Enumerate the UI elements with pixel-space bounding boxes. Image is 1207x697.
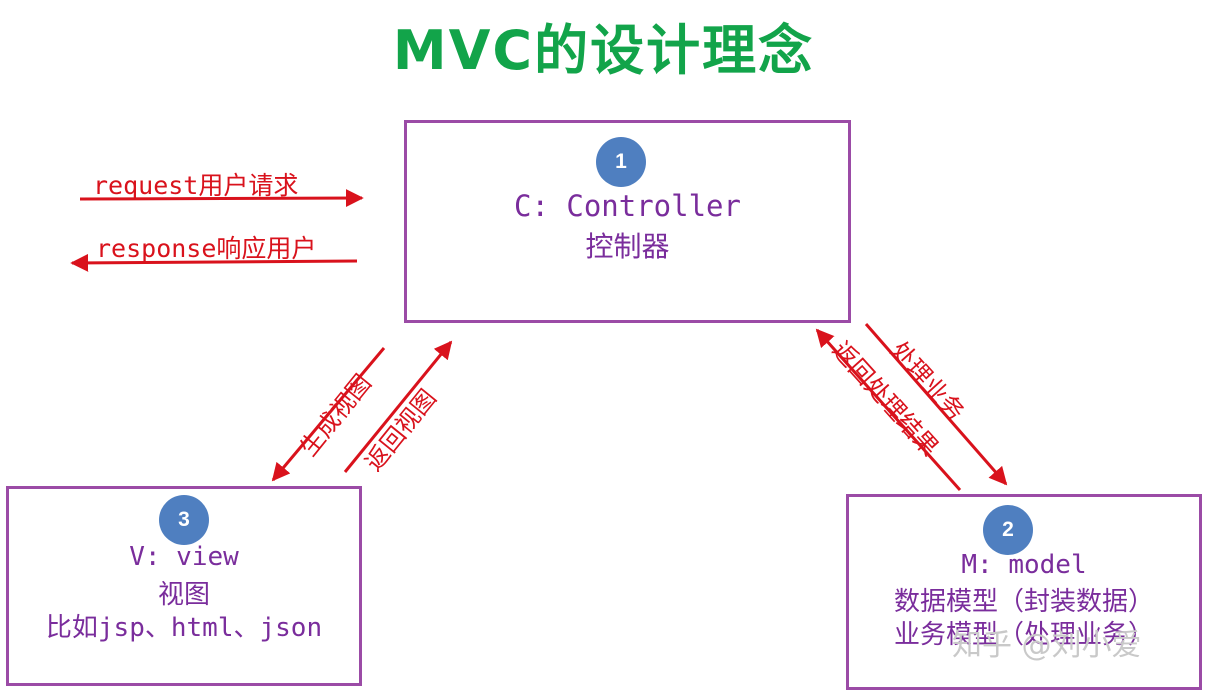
view-examples: 比如jsp、html、json	[45, 613, 323, 643]
view-number-badge: 3	[159, 495, 209, 545]
request-arrow	[79, 189, 364, 208]
watermark-text: 知乎 @刘小爱	[952, 628, 1142, 663]
generate-view-arrow	[271, 347, 386, 482]
model-data-model: 数据模型（封装数据）	[893, 587, 1154, 617]
view-box: 3 V: view 视图 比如jsp、html、json	[6, 486, 362, 686]
view-title: V: view	[129, 542, 239, 572]
response-arrow	[70, 253, 358, 272]
return-result-arrow	[815, 328, 962, 491]
request-label: request用户请求	[93, 171, 299, 200]
response-label: response响应用户	[96, 234, 317, 263]
diagram-title: MVC的设计理念	[392, 19, 815, 82]
controller-box: 1 C: Controller 控制器	[404, 120, 851, 323]
view-subtitle: 视图	[157, 580, 210, 610]
process-business-arrow	[864, 323, 1008, 486]
controller-subtitle: 控制器	[585, 230, 670, 263]
model-number-badge: 2	[983, 505, 1033, 555]
model-title: M: model	[961, 550, 1087, 580]
model-box: 2 M: model 数据模型（封装数据） 业务模型（处理业务）	[846, 494, 1202, 690]
controller-title: C: Controller	[514, 189, 741, 223]
controller-number-badge: 1	[596, 137, 646, 187]
model-business-model: 业务模型（处理业务）	[893, 620, 1154, 650]
return-view-arrow	[343, 340, 453, 473]
